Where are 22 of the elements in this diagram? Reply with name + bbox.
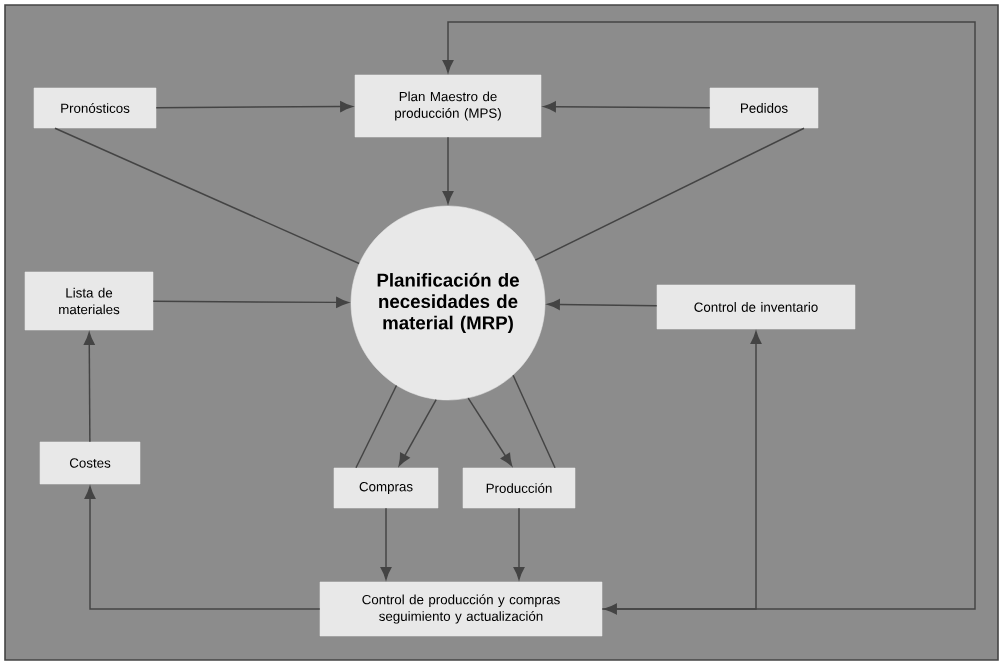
arrow [84,486,321,610]
process-box: Plan Maestro de producción (MPS) [354,74,542,138]
process-box: Pronósticos [33,87,157,129]
process-box: Producción [462,467,576,509]
process-box: Compras [333,467,439,509]
arrow [152,297,349,308]
process-box: Pedidos [709,87,819,129]
arrow [442,21,976,610]
arrow [83,332,95,443]
arrow [467,397,513,467]
process-box: Control de inventario [656,284,856,330]
arrow [513,507,525,580]
arrow [380,507,392,580]
arrow [604,331,762,615]
process-box: Costes [39,441,141,485]
process-box: Control de producción y compras seguimiento y actualización [319,581,603,637]
arrow [543,101,711,113]
process-box: Lista de materiales [24,271,154,331]
arrow [547,299,658,310]
arrow [442,136,454,204]
arrow [155,101,353,112]
arrow [398,398,437,467]
